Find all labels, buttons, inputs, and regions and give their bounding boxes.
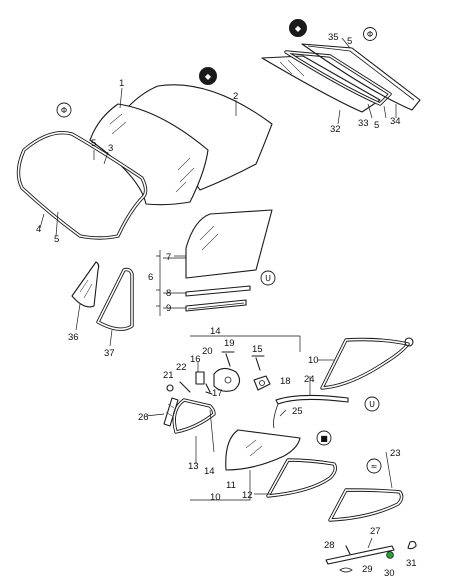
screw-15 xyxy=(251,355,265,371)
callout-32: 32 xyxy=(330,124,341,135)
vent-seal-37 xyxy=(96,267,134,331)
callout-12: 12 xyxy=(242,490,253,501)
callout-7: 7 xyxy=(166,252,171,263)
badge-windshield-tinted: ◆ xyxy=(199,67,217,85)
door-glass-7 xyxy=(185,209,273,279)
callout-24: 24 xyxy=(304,374,315,385)
screw-19 xyxy=(221,351,235,367)
callout-18: 18 xyxy=(280,376,291,387)
channel-9 xyxy=(185,299,247,312)
callout-15: 15 xyxy=(252,344,263,355)
badge-rear-heated: ◆ xyxy=(289,19,307,37)
callout-1: 1 xyxy=(119,78,124,89)
callout-22: 22 xyxy=(176,362,187,373)
callout-5-windshield: 5 xyxy=(91,138,96,149)
svg-text:U: U xyxy=(265,274,271,283)
callout-13: 13 xyxy=(188,461,199,472)
callout-27: 27 xyxy=(370,526,381,537)
washer-20 xyxy=(205,383,211,393)
callout-10-vent: 10 xyxy=(308,355,319,366)
clip-29 xyxy=(339,567,353,573)
callout-14-lower: 14 xyxy=(204,466,215,477)
callout-14: 14 xyxy=(210,326,221,337)
callout-6: 6 xyxy=(148,272,153,283)
badge-vent: ≈ xyxy=(366,458,382,474)
callout-35: 35 xyxy=(328,32,339,43)
rear-window-glass-32 xyxy=(261,55,381,113)
clip-17 xyxy=(205,391,213,395)
callout-33: 33 xyxy=(358,118,369,129)
spacer-30 xyxy=(386,551,394,559)
callout-labels: 1 2 3 4 5 5 5 5 6 7 8 9 10 10 11 12 13 1… xyxy=(36,32,417,579)
badge-quarter-trim: U xyxy=(364,396,380,412)
screw-22 xyxy=(179,381,191,393)
channel-8 xyxy=(185,285,251,297)
clip-31 xyxy=(407,540,417,550)
callout-4: 4 xyxy=(36,224,41,235)
callout-5-rear-top: 5 xyxy=(347,36,352,47)
callout-23: 23 xyxy=(390,448,401,459)
callout-21: 21 xyxy=(163,370,174,381)
trim-strip-25 xyxy=(273,403,279,429)
badge-windshield-heated: Φ xyxy=(56,102,72,118)
callout-26: 26 xyxy=(138,412,149,423)
latch-plate-18 xyxy=(253,375,271,391)
quarter-glass-group xyxy=(71,261,134,331)
quarter-glass-11 xyxy=(225,429,301,471)
svg-text:■: ■ xyxy=(320,434,328,443)
callout-5-seal: 5 xyxy=(54,234,59,245)
callout-29: 29 xyxy=(362,564,373,575)
callout-2: 2 xyxy=(233,91,238,102)
windshield-glass-1 xyxy=(89,103,209,206)
svg-text:U: U xyxy=(369,400,375,409)
rear-window-trim-34 xyxy=(301,43,421,111)
quarter-window-group xyxy=(163,337,417,573)
callout-37: 37 xyxy=(104,348,115,359)
rear-window-group xyxy=(261,43,421,113)
callout-28: 28 xyxy=(324,540,335,551)
svg-text:≈: ≈ xyxy=(371,462,378,471)
hinge-bracket-14 xyxy=(213,367,241,392)
seal-strip-26 xyxy=(163,397,179,427)
trim-strip-24 xyxy=(275,394,349,405)
callout-5-rear: 5 xyxy=(374,120,379,131)
svg-text:Φ: Φ xyxy=(367,30,373,39)
callout-9: 9 xyxy=(166,303,171,314)
badge-rear-window: Φ xyxy=(363,27,377,41)
callout-11: 11 xyxy=(226,480,236,491)
callout-16: 16 xyxy=(190,354,201,365)
callout-10: 10 xyxy=(210,492,221,503)
callout-3: 3 xyxy=(108,143,113,154)
nut-21 xyxy=(166,384,174,392)
callout-30: 30 xyxy=(384,568,395,579)
callout-25: 25 xyxy=(292,406,303,417)
svg-text:◆: ◆ xyxy=(205,72,212,81)
leader-lines xyxy=(39,37,397,549)
callout-19: 19 xyxy=(224,338,235,349)
windshield-group xyxy=(16,84,273,240)
svg-text:Φ: Φ xyxy=(61,106,67,115)
callout-8: 8 xyxy=(166,288,171,299)
callout-20: 20 xyxy=(202,346,213,357)
callout-36: 36 xyxy=(68,332,79,343)
screw-28 xyxy=(345,545,351,555)
callout-31: 31 xyxy=(406,558,417,569)
callout-34: 34 xyxy=(390,116,401,127)
bushing-16 xyxy=(195,371,205,385)
callout-17: 17 xyxy=(212,388,223,399)
svg-text:◆: ◆ xyxy=(295,24,302,33)
badge-side-window: ■ xyxy=(316,430,332,446)
door-glass-group xyxy=(185,209,273,312)
badge-guide-rail: U xyxy=(260,270,276,286)
weatherstrip-27 xyxy=(325,545,395,565)
